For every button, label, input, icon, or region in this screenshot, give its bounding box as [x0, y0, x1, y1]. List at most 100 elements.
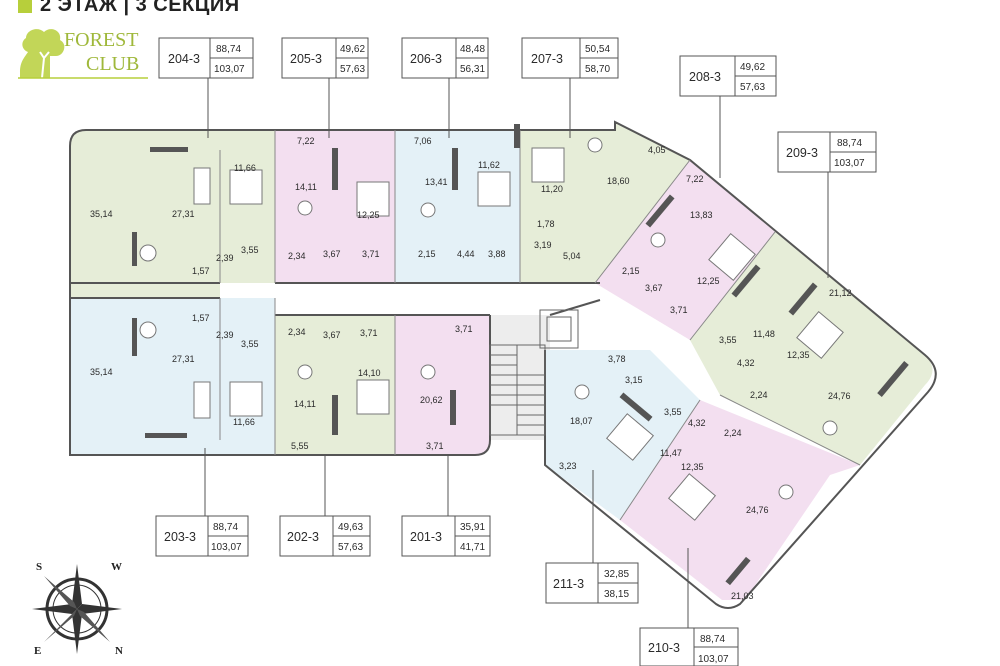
apartment-area-total: 58,70: [585, 64, 610, 75]
window: [514, 124, 520, 148]
room-area: 3,67: [323, 330, 341, 340]
room-area: 3,55: [241, 339, 259, 349]
stair-steps: [490, 354, 545, 426]
window: [332, 395, 338, 435]
room-area: 11,62: [478, 160, 500, 170]
window: [788, 282, 818, 316]
room-area: 14,10: [358, 368, 381, 378]
room-area: 2,39: [216, 330, 234, 340]
page-title: 2 ЭТАЖ | 3 СЕКЦИЯ: [18, 0, 240, 17]
inner-walls: [219, 130, 861, 521]
window: [132, 318, 137, 356]
bed: [229, 169, 263, 205]
room-area: 2,15: [418, 249, 436, 259]
room-area: 27,31: [172, 209, 195, 219]
apartment-callout-207-3[interactable]: 207-3 50,54 58,70: [521, 37, 619, 138]
window: [150, 147, 188, 152]
apartment-callout-208-3[interactable]: 208-3 49,62 57,63: [679, 55, 777, 178]
apartment-number: 207-3: [531, 52, 563, 66]
apartment-area-living: 88,74: [213, 522, 238, 533]
apartment-callout-211-3[interactable]: 211-3 32,85 38,15: [545, 470, 639, 604]
room-area: 3,78: [608, 354, 626, 364]
room-area: 2,15: [622, 266, 640, 276]
apartment-number: 211-3: [553, 577, 584, 591]
page-title-text: 2 ЭТАЖ | 3 СЕКЦИЯ: [40, 0, 240, 16]
apartment-area-living: 49,63: [338, 522, 363, 533]
bed: [531, 147, 565, 183]
apartment-area-total: 57,63: [338, 542, 363, 553]
room-area: 11,47: [660, 448, 682, 458]
bed: [708, 232, 756, 282]
bed: [796, 310, 844, 360]
dining-table: [420, 202, 436, 218]
room-area: 3,19: [534, 240, 552, 250]
logo-line1: FOREST: [64, 29, 138, 51]
apartment-area-total: 56,31: [460, 64, 485, 75]
room-area: 2,39: [216, 253, 234, 263]
apartment-number: 204-3: [168, 52, 200, 66]
apartment-area-total: 57,63: [740, 82, 765, 93]
apartment-callout-202-3[interactable]: 202-3 49,63 57,63: [279, 455, 371, 557]
dining-table: [297, 200, 313, 216]
apartment-area-living: 49,62: [340, 44, 365, 55]
room-area: 14,11: [295, 182, 317, 192]
room-area: 7,22: [297, 136, 315, 146]
window: [645, 194, 675, 228]
sofa: [193, 381, 211, 419]
compass-e: E: [34, 645, 41, 657]
apartment-number: 208-3: [689, 70, 721, 84]
apartment-number: 209-3: [786, 146, 818, 160]
room-area: 4,44: [457, 249, 475, 259]
zone-corridor-green: [70, 283, 220, 298]
room-area: 7,22: [686, 174, 704, 184]
zone-210: [620, 400, 860, 600]
apartment-area-living: 32,85: [604, 569, 629, 580]
apartment-callout-210-3[interactable]: 210-3 88,74 103,07: [639, 548, 739, 666]
apartment-callout-205-3[interactable]: 205-3 49,62 57,63: [281, 37, 369, 138]
apartment-number: 205-3: [290, 52, 322, 66]
apartment-callout-206-3[interactable]: 206-3 48,48 56,31: [401, 37, 489, 138]
apartment-area-total: 103,07: [214, 64, 245, 75]
bed: [667, 473, 717, 521]
elevator: [539, 309, 579, 349]
compass-n: N: [115, 645, 123, 657]
bed: [477, 171, 511, 207]
apartment-callout-201-3[interactable]: 201-3 35,91 41,71: [401, 455, 491, 557]
apartment-area-living: 35,91: [460, 522, 485, 533]
room-area: 3,15: [625, 375, 643, 385]
apartment-area-living: 88,74: [837, 138, 862, 149]
room-area: 3,71: [455, 324, 473, 334]
dining-table: [297, 364, 313, 380]
room-area: 7,06: [414, 136, 432, 146]
compass-s: S: [36, 561, 42, 573]
room-area: 35,14: [90, 367, 113, 377]
room-area: 18,07: [570, 416, 593, 426]
room-area: 21,03: [731, 591, 754, 601]
bed: [356, 181, 390, 217]
zone-208: [595, 160, 775, 340]
stair: [489, 309, 579, 436]
room-area: 3,71: [426, 441, 444, 451]
room-area: 24,76: [746, 505, 769, 515]
room-area: 35,14: [90, 209, 113, 219]
window: [725, 556, 751, 586]
apartment-area-total: 103,07: [698, 654, 729, 665]
room-area: 3,55: [241, 245, 259, 255]
apartment-callout-204-3[interactable]: 204-3 88,74 103,07: [158, 37, 254, 138]
compass-rose-icon: S W E N: [32, 561, 123, 657]
room-area: 11,48: [753, 329, 775, 339]
zone-stair: [490, 315, 550, 440]
room-area: 21,12: [829, 288, 852, 298]
room-area: 2,24: [750, 390, 768, 400]
outer-walls: [69, 120, 937, 609]
apartment-number: 201-3: [410, 530, 442, 544]
apartment-callout-203-3[interactable]: 203-3 88,74 103,07: [155, 448, 249, 557]
window: [452, 148, 458, 190]
room-area: 12,35: [787, 350, 810, 360]
apartment-callouts: 204-3 88,74 103,07 205-3 49,62 57,63 206…: [155, 37, 877, 666]
room-area: 2,34: [288, 327, 306, 337]
room-area-labels: 35,14 27,31 11,66 2,39 1,57 3,55 14,11 7…: [90, 136, 852, 601]
elevator-cab: [546, 316, 572, 342]
apartment-callout-209-3[interactable]: 209-3 88,74 103,07: [777, 131, 877, 278]
